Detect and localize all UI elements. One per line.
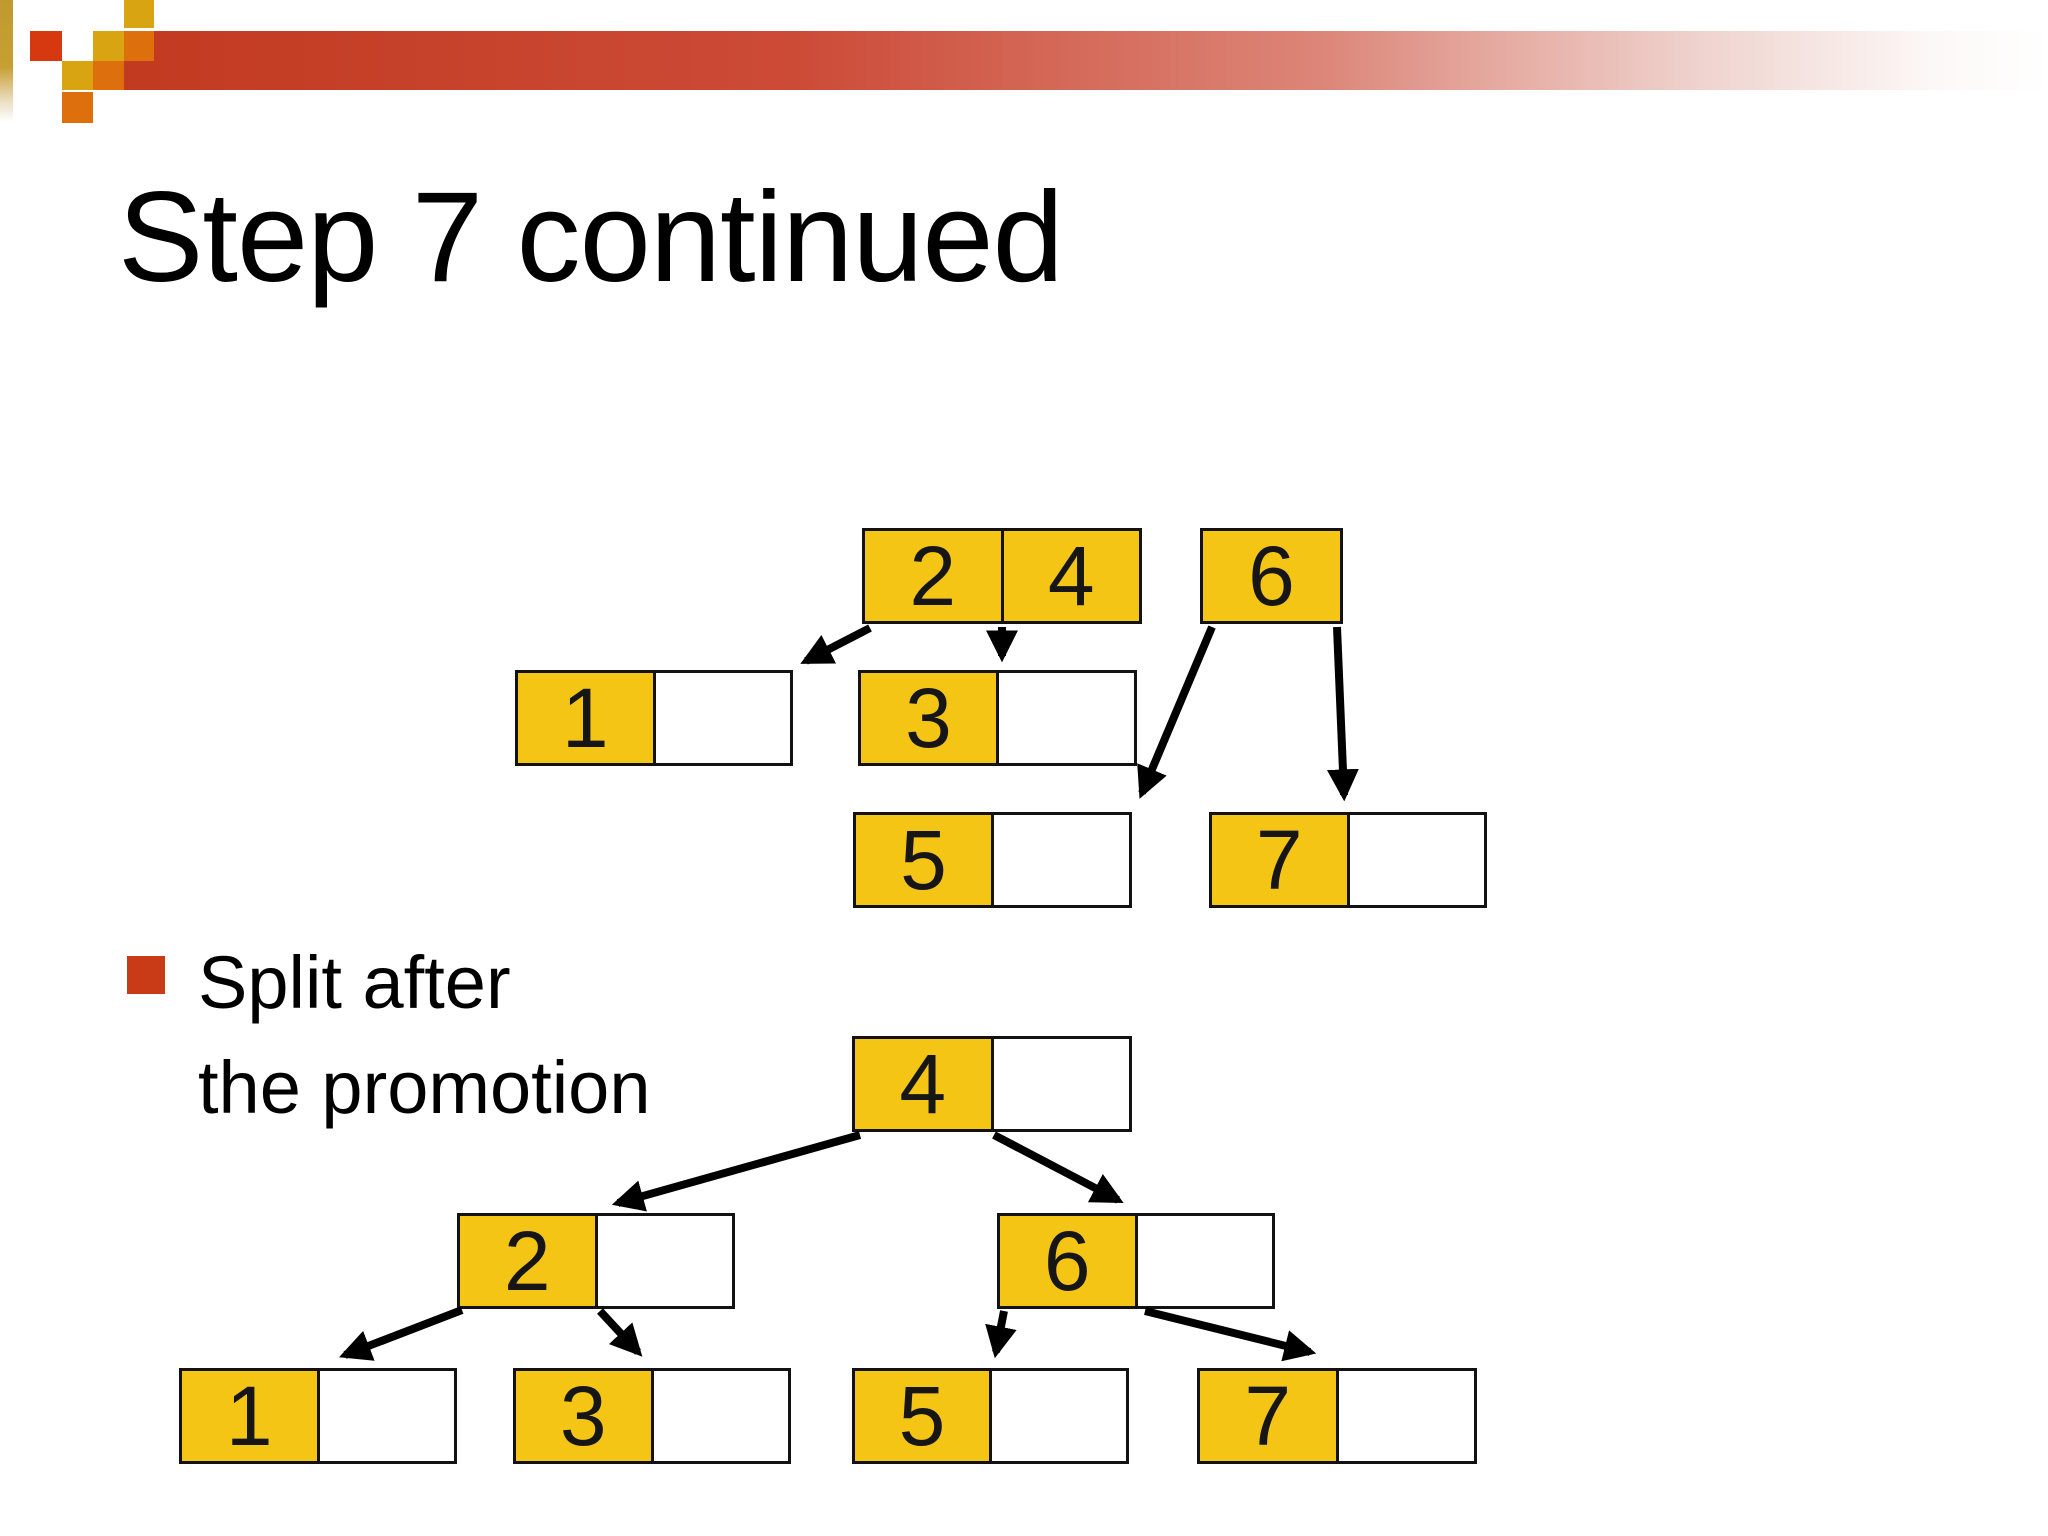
tree2-leaf-node-1: 1 (179, 1368, 457, 1464)
tree2-leaf-key-3: 3 (516, 1369, 651, 1463)
tree2-child-node-6: 6 (997, 1213, 1275, 1309)
deco-red-square (30, 31, 62, 61)
edge-t2-2-to-3 (597, 1308, 643, 1357)
deco-orange-square (62, 92, 93, 123)
deco-orange-square (93, 61, 124, 90)
tree2-leaf-key-7: 7 (1200, 1369, 1336, 1463)
bullet-text: Split after the promotion (198, 930, 651, 1140)
tree2-leaf-5-empty-cell (989, 1371, 1126, 1461)
edge-t2-4-to-2 (611, 1131, 862, 1212)
tree2-child-2-empty-cell (594, 1216, 733, 1306)
edge-t2-6-to-7 (1144, 1307, 1317, 1362)
tree2-root-node-4: 4 (852, 1036, 1132, 1132)
deco-gold-square (93, 31, 124, 61)
tree1-leaf-7-empty-cell (1346, 815, 1485, 905)
tree2-leaf-7-empty-cell (1335, 1371, 1475, 1461)
tree1-leaf-key-5: 5 (856, 813, 991, 907)
slide-title: Step 7 continued (118, 166, 1064, 309)
tree2-root-empty-cell (990, 1039, 1130, 1129)
tree1-promoted-key-6: 6 (1203, 529, 1340, 623)
header-red-bar (124, 31, 2048, 90)
tree1-leaf-node-1: 1 (515, 670, 793, 766)
tree1-leaf-node-7: 7 (1209, 812, 1487, 908)
tree2-child-node-2: 2 (457, 1213, 735, 1309)
tree1-leaf-5-empty-cell (991, 815, 1129, 905)
tree1-promoted-node-6: 6 (1200, 528, 1343, 624)
edge-t2-4-to-6 (992, 1131, 1124, 1204)
bullet-line-2: the promotion (198, 1046, 651, 1130)
tree2-leaf-key-5: 5 (855, 1369, 989, 1463)
bullet-square-icon (127, 956, 165, 994)
tree2-leaf-1-empty-cell (316, 1371, 455, 1461)
tree2-root-key-4: 4 (855, 1037, 991, 1131)
edge-t1-6-to-5 (1137, 625, 1216, 799)
tree1-leaf-1-empty-cell (652, 673, 791, 763)
tree2-child-6-empty-cell (1134, 1216, 1273, 1306)
deco-gold-square (62, 61, 93, 90)
tree1-leaf-3-empty-cell (996, 673, 1134, 763)
header-gradient-strip (0, 0, 13, 122)
edge-t2-6-to-5 (985, 1310, 1017, 1359)
tree1-leaf-key-1: 1 (518, 671, 653, 765)
tree2-leaf-key-1: 1 (182, 1369, 317, 1463)
tree1-leaf-key-7: 7 (1212, 813, 1347, 907)
bullet-line-1: Split after (198, 941, 511, 1024)
edge-t1-6-to-7 (1326, 626, 1359, 802)
tree1-root-key-4: 4 (1000, 529, 1139, 623)
tree1-leaf-node-3: 3 (858, 670, 1137, 766)
tree2-child-key-6: 6 (1000, 1214, 1135, 1308)
tree2-leaf-3-empty-cell (650, 1371, 789, 1461)
tree1-root-node-2-4: 2 4 (862, 528, 1142, 624)
tree1-root-key-2: 2 (865, 529, 1001, 623)
tree1-leaf-node-5: 5 (853, 812, 1132, 908)
edge-t2-2-to-1 (339, 1306, 464, 1361)
edge-t1-root-to-1 (800, 624, 872, 665)
tree2-leaf-node-5: 5 (852, 1368, 1129, 1464)
deco-gold-square (124, 0, 154, 28)
tree2-leaf-node-7: 7 (1197, 1368, 1477, 1464)
tree2-child-key-2: 2 (460, 1214, 595, 1308)
deco-orange-square (124, 31, 154, 61)
tree2-leaf-node-3: 3 (513, 1368, 791, 1464)
tree1-leaf-key-3: 3 (861, 671, 996, 765)
